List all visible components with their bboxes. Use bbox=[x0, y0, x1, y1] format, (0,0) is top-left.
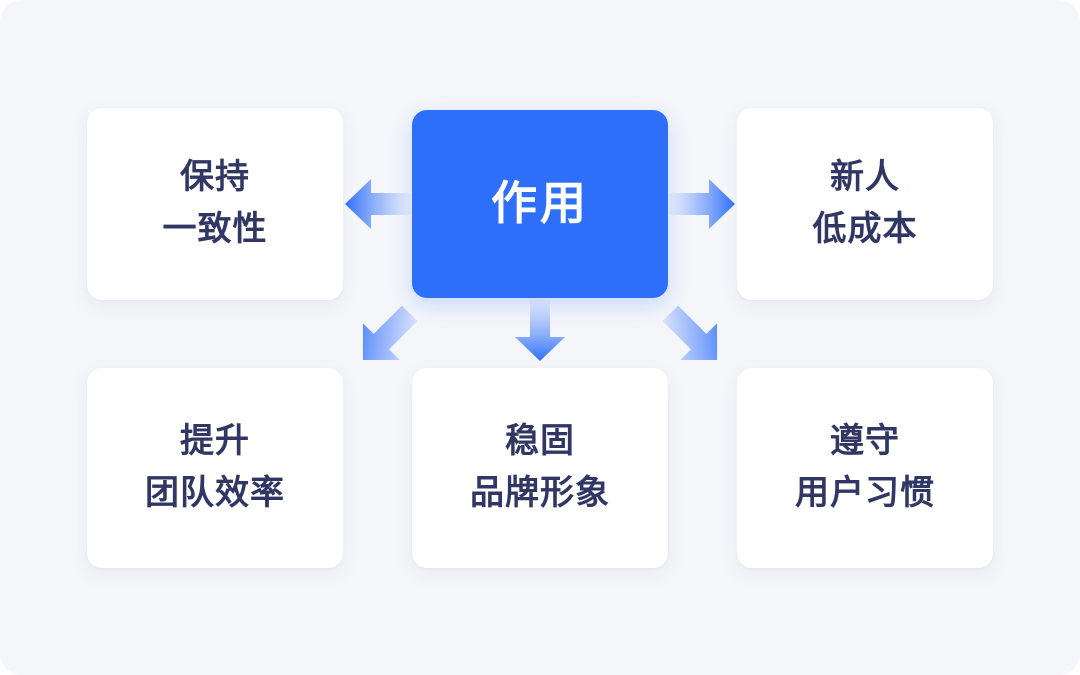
arrow-down-right-icon bbox=[657, 300, 729, 372]
arrow-down-icon bbox=[512, 299, 568, 361]
card-top-right-line-2: 低成本 bbox=[812, 209, 918, 249]
card-top-right[interactable]: 新人 低成本 bbox=[737, 108, 993, 300]
card-bottom-left-line-1: 提升 bbox=[180, 421, 250, 462]
card-bottom-left-line-2: 团队效率 bbox=[145, 473, 285, 513]
card-top-right-line-1: 新人 bbox=[830, 157, 900, 198]
card-bottom-center-line-2: 品牌形象 bbox=[470, 473, 610, 513]
card-top-left-line-2: 一致性 bbox=[162, 209, 268, 249]
card-bottom-center[interactable]: 稳固 品牌形象 bbox=[412, 368, 668, 568]
card-bottom-center-line-1: 稳固 bbox=[505, 421, 575, 462]
card-bottom-right-line-1: 遵守 bbox=[830, 421, 900, 462]
center-hub-box[interactable]: 作用 bbox=[412, 110, 668, 298]
arrow-right-icon bbox=[669, 176, 735, 232]
arrow-down-left-icon bbox=[351, 300, 423, 372]
arrow-left-icon bbox=[345, 176, 411, 232]
center-hub-label: 作用 bbox=[491, 176, 589, 231]
card-bottom-right[interactable]: 遵守 用户习惯 bbox=[737, 368, 993, 568]
card-top-left-line-1: 保持 bbox=[180, 157, 250, 198]
card-top-left[interactable]: 保持 一致性 bbox=[87, 108, 343, 300]
card-bottom-left[interactable]: 提升 团队效率 bbox=[87, 368, 343, 568]
card-bottom-right-line-2: 用户习惯 bbox=[795, 473, 935, 513]
